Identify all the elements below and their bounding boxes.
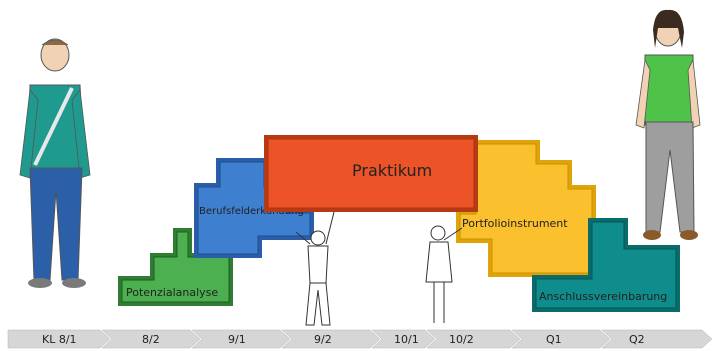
timeline-segment-82	[101, 329, 201, 349]
label-anschlussvereinbarung: Anschlussvereinbarung	[539, 290, 667, 303]
block-portfolioinstrument: Portfolioinstrument	[456, 140, 596, 277]
timeline-label-q1: Q1	[546, 333, 562, 346]
person-lifting-left	[295, 211, 335, 326]
timeline-segment-102	[426, 329, 521, 349]
label-portfolioinstrument: Portfolioinstrument	[462, 217, 568, 230]
timeline-segment-q2	[601, 329, 713, 349]
timeline-segment-kl81	[7, 329, 111, 349]
timeline-label-102: 10/2	[449, 333, 474, 346]
timeline-label-92: 9/2	[314, 333, 332, 346]
timeline-segment-91	[191, 329, 291, 349]
student-boy-figure	[19, 38, 91, 288]
block-anschlussvereinbarung: Anschlussvereinbarung	[532, 218, 680, 312]
timeline-label-82: 8/2	[142, 333, 160, 346]
timeline-label-kl81: KL 8/1	[42, 333, 77, 346]
label-praktikum: Praktikum	[352, 161, 432, 180]
block-praktikum: Praktikum	[264, 135, 478, 212]
label-berufsfelderkundung: Berufsfelderkundung	[199, 206, 304, 217]
timeline-segment-q1	[511, 329, 611, 349]
block-potenzialanalyse: Potenzialanalyse	[118, 228, 233, 306]
student-girl-figure	[635, 9, 701, 240]
timeline: KL 8/1 8/2 9/1 9/2 10/1 10/2 Q1 Q2	[7, 329, 713, 349]
timeline-label-91: 9/1	[228, 333, 246, 346]
timeline-segment-92	[281, 329, 381, 349]
timeline-label-q2: Q2	[629, 333, 645, 346]
person-lifting-right	[425, 225, 463, 323]
timeline-segment-101	[371, 329, 436, 349]
label-potenzialanalyse: Potenzialanalyse	[126, 286, 218, 299]
timeline-label-101: 10/1	[394, 333, 419, 346]
